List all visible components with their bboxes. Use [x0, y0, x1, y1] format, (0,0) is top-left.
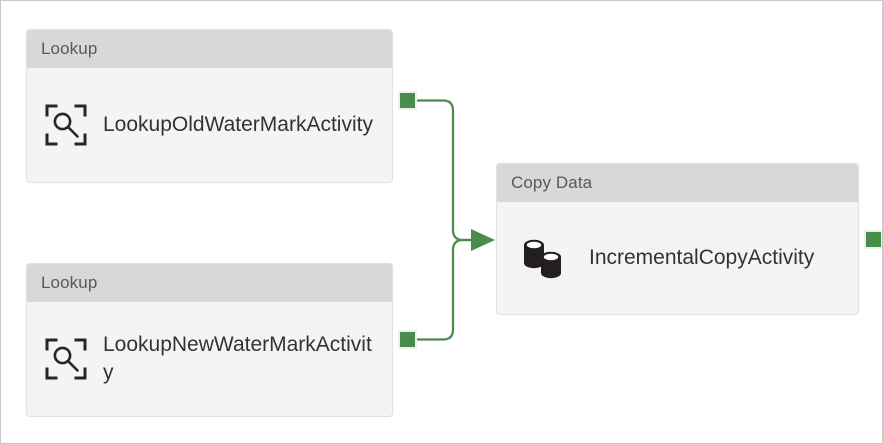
lookup-magnifier-scan-icon — [43, 102, 89, 148]
edge-lookup-new-to-copy — [415, 238, 475, 341]
edge-lookup-old-to-copy — [415, 99, 475, 242]
node-type-label: Lookup — [41, 273, 98, 292]
activity-node-lookup-new-watermark[interactable]: Lookup LookupNewWaterMarkActivity — [26, 263, 393, 417]
activity-node-incremental-copy[interactable]: Copy Data — [496, 163, 859, 315]
node-header: Lookup — [27, 30, 392, 68]
node-body: LookupNewWaterMarkActivity — [27, 302, 392, 416]
node-activity-name: IncrementalCopyActivity — [589, 246, 815, 270]
node-activity-name: LookupNewWaterMarkActivity — [103, 333, 372, 384]
node-body: IncrementalCopyActivity — [497, 202, 858, 314]
lookup-magnifier-scan-icon — [43, 336, 89, 382]
node-type-label: Copy Data — [511, 173, 593, 192]
node-type-label: Lookup — [41, 39, 98, 58]
activity-node-lookup-old-watermark[interactable]: Lookup LookupOldWaterMarkActivity — [26, 29, 393, 183]
node-activity-name: LookupOldWaterMarkActivity — [103, 113, 373, 137]
edge-arrowhead-icon — [471, 229, 495, 251]
node-header: Copy Data — [497, 164, 858, 202]
output-handle-lookup-old-watermark[interactable] — [398, 91, 417, 110]
node-header: Lookup — [27, 264, 392, 302]
output-handle-incremental-copy[interactable] — [864, 230, 882, 249]
copy-data-database-icon — [519, 235, 571, 281]
output-handle-lookup-new-watermark[interactable] — [398, 330, 417, 349]
node-body: LookupOldWaterMarkActivity — [27, 68, 392, 182]
